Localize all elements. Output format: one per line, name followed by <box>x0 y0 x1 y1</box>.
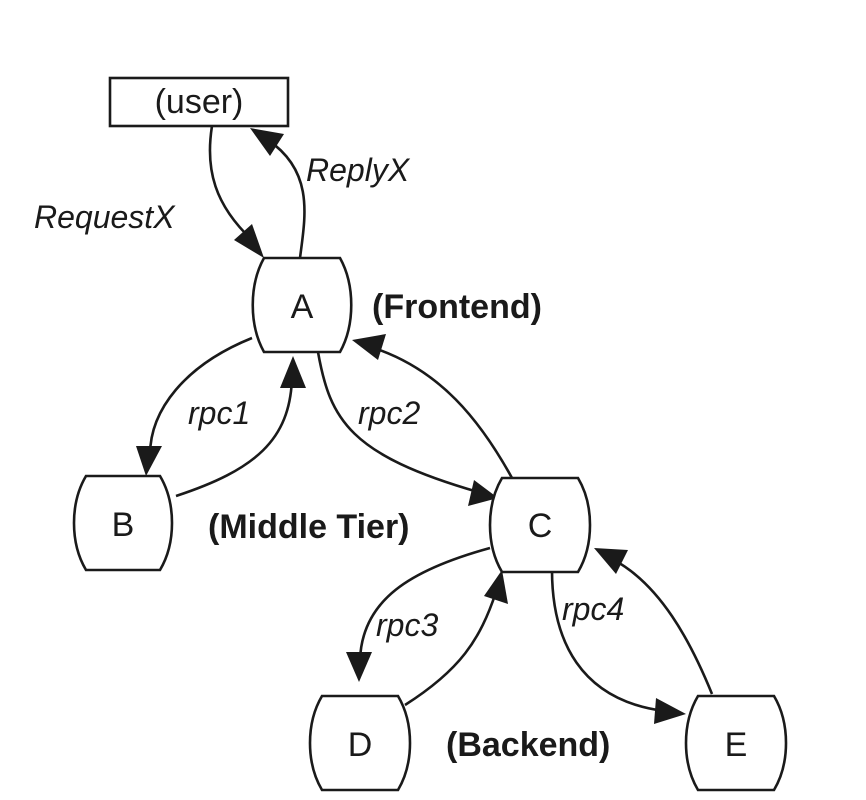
edge-label-rpc2: rpc2 <box>358 395 420 431</box>
edge-label-rpc4: rpc4 <box>562 591 624 627</box>
edge-request <box>208 125 253 241</box>
node-d-shape <box>308 694 412 792</box>
node-e-label: E <box>725 726 748 764</box>
tier-label-frontend: (Frontend) <box>372 288 542 326</box>
arrowhead-request <box>234 224 264 258</box>
node-e-shape <box>684 694 788 792</box>
node-b-label: B <box>112 506 135 544</box>
edge-rpc2-reply <box>373 346 514 479</box>
edge-label-request: RequestX <box>34 199 176 235</box>
node-user: (user) <box>108 76 290 128</box>
edge-rpc2-call <box>316 351 479 494</box>
edge-label-reply: ReplyX <box>306 152 411 188</box>
node-b: B <box>72 474 174 572</box>
edge-rpc4-reply <box>613 558 714 695</box>
edge-rpc3-call <box>358 546 491 661</box>
arrowhead-rpc3-reply <box>484 570 508 604</box>
node-a-shape <box>251 256 353 354</box>
arrowhead-reply <box>250 128 284 156</box>
node-a-label: A <box>291 288 314 326</box>
node-e: E <box>684 694 788 792</box>
edge-reply <box>267 138 306 259</box>
tier-label-middle: (Middle Tier) <box>208 508 410 546</box>
edge-label-rpc1: rpc1 <box>188 395 250 431</box>
node-c: C <box>488 476 592 574</box>
tier-label-backend: (Backend) <box>446 726 610 764</box>
edge-rpc1-reply <box>175 377 294 498</box>
node-user-label: (user) <box>155 83 244 121</box>
node-a: A <box>251 256 353 354</box>
edge-rpc4-call <box>550 569 665 713</box>
arrowhead-rpc3-call <box>346 652 372 682</box>
arrowhead-rpc4-call <box>654 698 686 724</box>
arrowhead-rpc4-reply <box>594 548 628 574</box>
edge-rpc1-call <box>148 336 253 456</box>
node-c-shape <box>488 476 592 574</box>
node-d: D <box>308 694 412 792</box>
node-user-box <box>108 76 290 128</box>
arrowhead-rpc1-reply <box>280 356 306 388</box>
node-b-shape <box>72 474 174 572</box>
arrowhead-rpc2-call <box>468 480 498 506</box>
edge-rpc3-reply <box>404 591 498 707</box>
node-c-label: C <box>528 507 553 545</box>
node-d-label: D <box>348 726 373 764</box>
arrowhead-rpc1-call <box>136 446 162 476</box>
edge-label-rpc3: rpc3 <box>376 607 438 643</box>
arrowhead-rpc2-reply <box>352 334 386 360</box>
